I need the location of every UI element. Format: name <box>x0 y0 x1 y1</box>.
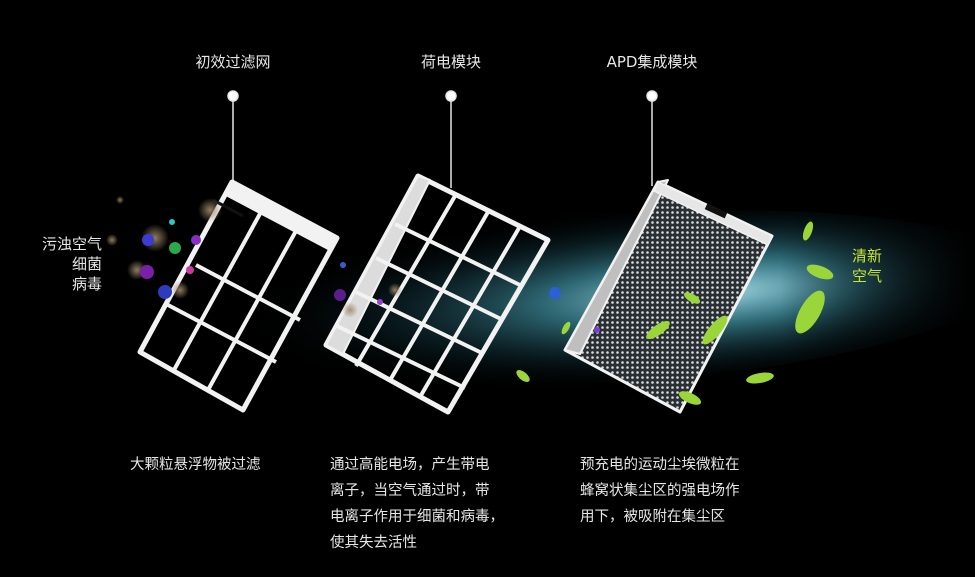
bacteria-line: 细菌 <box>71 255 102 273</box>
desc-line: 大颗粒悬浮物被过滤 <box>130 457 261 473</box>
stage-desc-primary-filter: 大颗粒悬浮物被过滤 <box>130 452 330 478</box>
fresh-air-label: 清新 空气 <box>852 246 912 286</box>
fresh-air-line-1: 清新 <box>852 247 883 265</box>
dirty-particles <box>106 196 600 333</box>
pointer-lines <box>227 90 658 188</box>
stage-desc-apd-module: 预充电的运动尘埃微粒在 蜂窝状集尘区的强电场作 用下，被吸附在集尘区 <box>580 452 800 530</box>
stage-title-primary-filter: 初效过滤网 <box>195 53 271 71</box>
desc-line: 用下，被吸附在集尘区 <box>580 509 725 525</box>
stage-desc-charge-module: 通过高能电场，产生带电 离子，当空气通过时，带 电离子作用于细菌和病毒， 使其失… <box>330 452 555 556</box>
stage-title-charge-module: 荷电模块 <box>420 53 481 71</box>
desc-line: 通过高能电场，产生带电 <box>330 457 490 473</box>
apd-module <box>563 179 774 414</box>
desc-line: 蜂窝状集尘区的强电场作 <box>580 483 740 499</box>
stage-title-apd-module: APD集成模块 <box>606 53 698 71</box>
leaves <box>516 221 834 405</box>
desc-line: 使其失去活性 <box>330 535 417 551</box>
fresh-air-line-2: 空气 <box>852 267 883 285</box>
desc-line: 电离子作用于细菌和病毒， <box>330 509 504 525</box>
dirty-air-label: 污浊空气 细菌 病毒 <box>20 234 102 294</box>
desc-line: 离子，当空气通过时，带 <box>330 483 490 499</box>
virus-line: 病毒 <box>71 275 102 293</box>
desc-line: 预充电的运动尘埃微粒在 <box>580 457 740 473</box>
dirty-air-line: 污浊空气 <box>41 235 102 253</box>
